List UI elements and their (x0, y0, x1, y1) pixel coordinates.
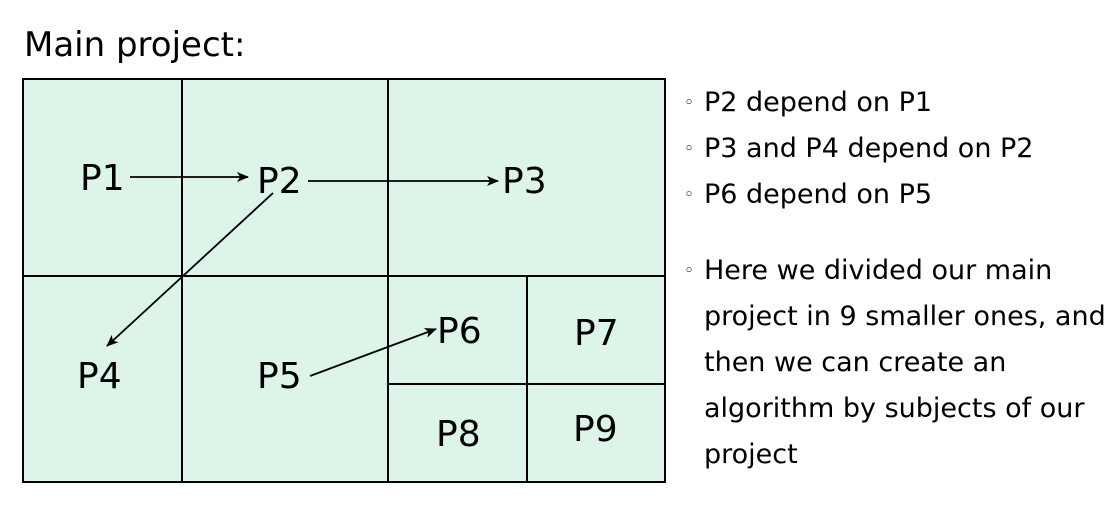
project-diagram: P1 P2 P3 P4 P5 P6 P7 P8 P9 (22, 78, 666, 483)
project-nodes: P1 P2 P3 P4 P5 P6 P7 P8 P9 (77, 158, 619, 455)
page-title: Main project: (24, 25, 246, 65)
grid-background (23, 79, 665, 482)
bullet-icon: ◦ (684, 261, 695, 281)
note-item: ◦ Here we divided our main project in 9 … (684, 248, 1109, 478)
project-grid (22, 78, 666, 483)
node-p1: P1 (80, 158, 125, 199)
node-p2: P2 (257, 161, 302, 202)
node-p6: P6 (437, 311, 482, 352)
edge-p2-p4 (106, 192, 274, 347)
note-item: ◦ P6 depend on P5 (684, 172, 1109, 218)
node-p7: P7 (574, 313, 619, 354)
note-item: ◦ P3 and P4 depend on P2 (684, 126, 1109, 172)
node-p8: P8 (436, 414, 481, 455)
notes-list: ◦ P2 depend on P1 ◦ P3 and P4 depend on … (684, 80, 1109, 478)
dependency-edges (106, 172, 499, 377)
note-text: P3 and P4 depend on P2 (704, 133, 1034, 164)
node-p3: P3 (502, 161, 547, 202)
bullet-icon: ◦ (684, 185, 695, 205)
node-p4: P4 (77, 356, 122, 397)
bullet-icon: ◦ (684, 93, 695, 113)
note-text: P2 depend on P1 (704, 87, 933, 118)
note-text: Here we divided our main project in 9 sm… (704, 255, 1106, 470)
grid-border (22, 78, 666, 483)
note-item: ◦ P2 depend on P1 (684, 80, 1109, 126)
edge-p5-p6 (309, 328, 437, 377)
node-p9: P9 (573, 409, 618, 450)
note-text: P6 depend on P5 (704, 179, 933, 210)
bullet-icon: ◦ (684, 139, 695, 159)
node-p5: P5 (257, 356, 302, 397)
